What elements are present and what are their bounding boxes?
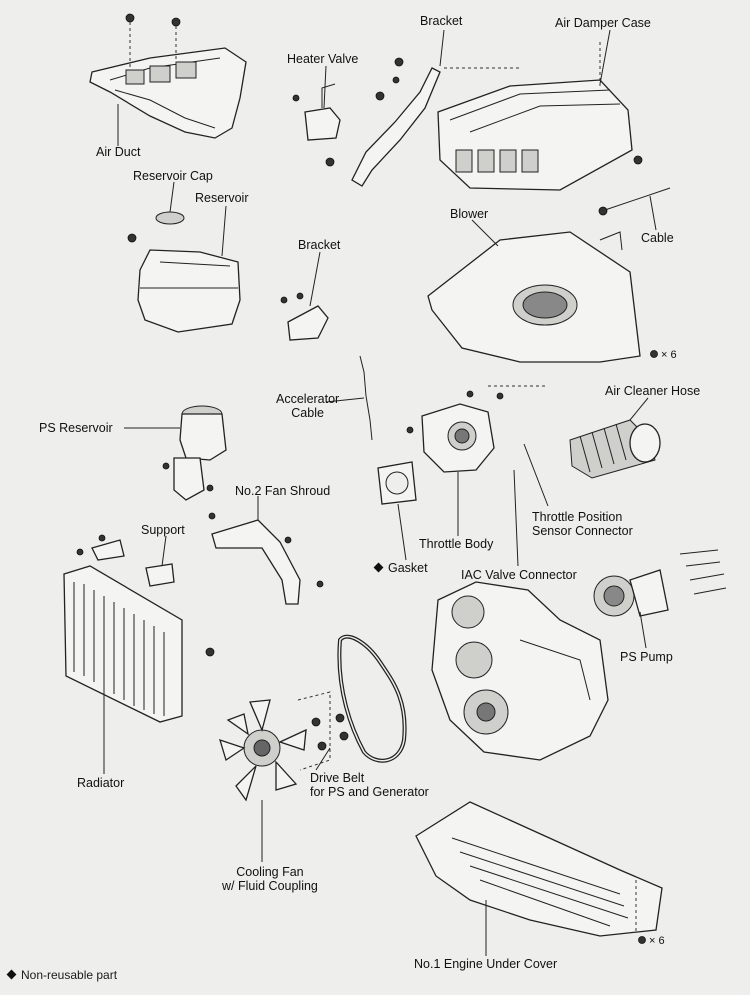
air-cleaner-hose-part (569, 419, 661, 479)
label-heater-valve: Heater Valve (287, 52, 359, 66)
label-ps-pump: PS Pump (620, 650, 673, 664)
air-duct-part (89, 13, 247, 139)
label-bracket-top: Bracket (420, 14, 463, 28)
no2-fan-shroud-part (208, 512, 324, 605)
throttle-body-part (406, 385, 548, 473)
radiator-part (63, 565, 215, 723)
ps-reservoir-part (162, 405, 227, 501)
cooling-fan-part (219, 691, 349, 802)
label-no2-fan-shroud: No.2 Fan Shroud (235, 484, 331, 498)
label-no1-engine-under-cover: No.1 Engine Under Cover (414, 957, 558, 971)
legend-non-reusable-text: Non-reusable part (21, 968, 118, 982)
non-reusable-diamond-icon (373, 562, 384, 573)
bracket-top-part (351, 57, 441, 187)
label-ps-reservoir: PS Reservoir (39, 421, 113, 435)
label-air-cleaner-hose: Air Cleaner Hose (605, 384, 701, 398)
label-blower: Blower (450, 207, 489, 221)
label-accelerator-cable: Accelerator Cable (276, 392, 340, 420)
heater-valve-part (292, 83, 341, 167)
label-throttle-position-sensor-connector: Throttle Position Sensor Connector (532, 510, 633, 538)
label-iac-valve-connector: IAC Valve Connector (461, 568, 577, 582)
no1-engine-under-cover-part (415, 801, 663, 944)
leader-lines (103, 29, 657, 956)
air-damper-case-part (437, 42, 671, 216)
label-bracket-mid: Bracket (298, 238, 341, 252)
blower-part (427, 231, 658, 363)
label-drive-belt: Drive Belt for PS and Generator (310, 771, 429, 799)
ps-pump-part (593, 549, 727, 617)
label-cable: Cable (641, 231, 674, 245)
label-cooling-fan: Cooling Fan w/ Fluid Coupling (222, 865, 318, 893)
gasket-part (377, 461, 417, 505)
bracket-mid-part (280, 292, 329, 341)
label-air-duct: Air Duct (96, 145, 141, 159)
label-qty-blower: × 6 (661, 349, 677, 361)
label-radiator: Radiator (77, 776, 125, 790)
legend-diamond-icon (6, 969, 17, 980)
legend: Non-reusable part (6, 968, 118, 982)
label-air-damper-case: Air Damper Case (555, 16, 651, 30)
label-reservoir: Reservoir (195, 191, 249, 205)
label-qty-under-cover: × 6 (649, 935, 665, 947)
label-support: Support (141, 523, 185, 537)
accelerator-cable-part (359, 355, 373, 441)
reservoir-part (127, 211, 241, 333)
drive-belt-part (337, 634, 407, 763)
label-throttle-body: Throttle Body (419, 537, 494, 551)
label-gasket: Gasket (373, 561, 428, 575)
engine-part (431, 581, 609, 761)
support-part (76, 534, 175, 587)
label-reservoir-cap: Reservoir Cap (133, 169, 213, 183)
